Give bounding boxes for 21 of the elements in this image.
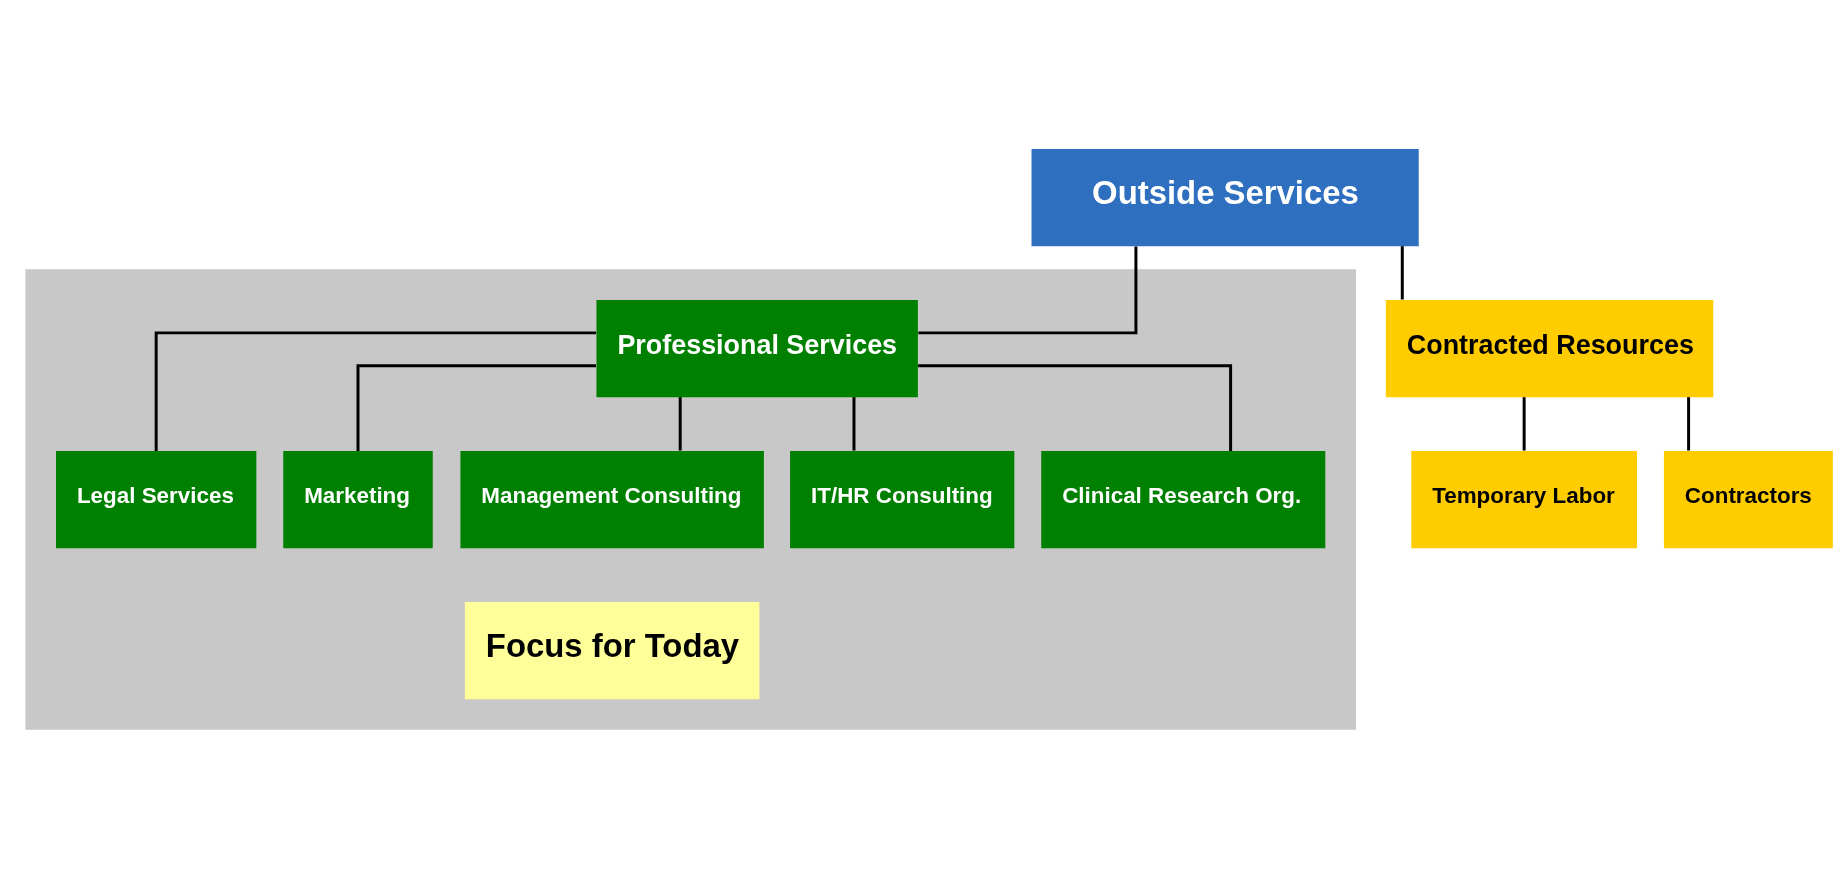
connector [356, 364, 596, 451]
connector [918, 364, 1233, 451]
connector [918, 246, 1138, 335]
node-box: Temporary Labor [1411, 451, 1637, 549]
node-box: Contractors [1663, 451, 1833, 549]
connector [1687, 397, 1691, 451]
node-box: Professional Services [596, 300, 918, 398]
node-box: IT/HR Consulting [790, 451, 1015, 549]
connector [678, 397, 682, 451]
cluster [25, 269, 1356, 730]
connector [154, 331, 597, 451]
node-box: Clinical Research Org. [1041, 451, 1326, 549]
node-box: Management Consulting [460, 451, 764, 549]
node-box: Legal Services [56, 451, 257, 549]
node-box: Outside Services [1031, 149, 1419, 247]
node-box: Marketing [283, 451, 433, 549]
node-box: Contracted Resources [1385, 300, 1714, 398]
connector [852, 397, 856, 451]
node-box: Focus for Today [464, 602, 760, 700]
connector [1400, 246, 1404, 300]
connector [1522, 397, 1526, 451]
